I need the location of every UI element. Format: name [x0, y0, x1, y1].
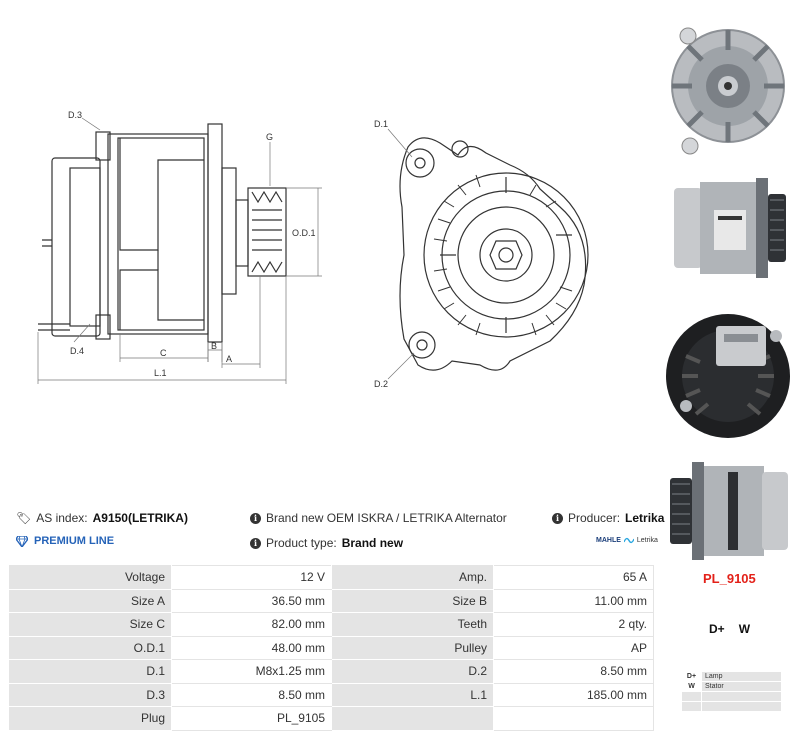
spec-key: Plug: [9, 706, 172, 731]
spec-value: 8.50 mm: [171, 682, 332, 707]
label-c: C: [160, 348, 167, 358]
label-od1: O.D.1: [292, 228, 316, 238]
spec-key: Size A: [9, 588, 172, 613]
logo-brand-2: Letrika: [636, 537, 658, 544]
producer-value: Letrika: [625, 511, 665, 525]
spec-key: Size C: [9, 612, 172, 637]
premium-line-label: PREMIUM LINE: [34, 535, 115, 547]
spec-key: O.D.1: [9, 635, 172, 660]
terminal-label: D+: [709, 622, 725, 636]
spec-value: 2 qty.: [493, 612, 654, 637]
terminal-code: [681, 701, 702, 712]
mahle-letrika-logo: MAHLE Letrika: [596, 537, 658, 544]
terminal-description: [701, 691, 782, 702]
info-icon: i: [250, 512, 261, 524]
terminal-row: D+Lamp: [681, 671, 782, 682]
spec-key: Voltage: [9, 565, 172, 590]
label-b: B: [211, 341, 217, 351]
spec-key: Size B: [331, 588, 494, 613]
as-index-label: AS index:: [36, 511, 88, 525]
alternator-photo-rear[interactable]: [666, 296, 792, 450]
spec-value: PL_9105: [171, 706, 332, 731]
spec-key: L.1: [331, 682, 494, 707]
terminal-code: D+: [681, 671, 702, 682]
producer-row: i Producer: Letrika: [552, 511, 664, 525]
label-d2: D.2: [374, 379, 388, 389]
spec-key: D.3: [9, 682, 172, 707]
alternator-photo-side[interactable]: [666, 166, 792, 290]
spec-key: D.1: [9, 659, 172, 684]
logo-brand-1: MAHLE: [596, 537, 621, 544]
wave-icon: [623, 537, 634, 544]
alternator-photo-angle[interactable]: [666, 452, 792, 570]
description-row: i Brand new OEM ISKRA / LETRIKA Alternat…: [250, 511, 507, 525]
producer-label: Producer:: [568, 511, 621, 525]
label-g: G: [266, 132, 273, 142]
spec-value: 8.50 mm: [493, 659, 654, 684]
terminal-row: [681, 701, 782, 712]
spec-key: D.2: [331, 659, 494, 684]
side-view-drawing: D.3 D.4 G O.D.1 C B A L.1: [37, 110, 322, 384]
spec-value: 82.00 mm: [171, 612, 332, 637]
label-d4: D.4: [70, 346, 84, 356]
terminal-label: W: [738, 622, 751, 636]
tags-icon: 🏷︎: [16, 511, 32, 525]
spec-key: Amp.: [331, 565, 494, 590]
label-a: A: [226, 354, 232, 364]
diamond-icon: [16, 535, 28, 547]
as-index-value: A9150(LETRIKA): [92, 511, 188, 525]
label-l1: L.1: [154, 368, 167, 378]
label-d1: D.1: [374, 119, 388, 129]
terminal-row: [681, 691, 782, 702]
terminal-code: [681, 691, 702, 702]
spec-key: Teeth: [331, 612, 494, 637]
premium-line-badge: PREMIUM LINE: [16, 535, 114, 547]
spec-value: 11.00 mm: [493, 588, 654, 613]
label-d3: D.3: [68, 110, 82, 120]
terminal-description: Stator: [701, 681, 782, 692]
info-icon: i: [250, 537, 261, 549]
alternator-photo-front[interactable]: [666, 4, 792, 162]
product-type-value: Brand new: [341, 536, 404, 550]
info-icon: i: [552, 512, 563, 524]
spec-value: 65 A: [493, 565, 654, 590]
description-text: Brand new OEM ISKRA / LETRIKA Alternator: [266, 511, 507, 525]
product-type-row: i Product type: Brand new: [250, 536, 403, 550]
spec-key: [331, 706, 494, 731]
spec-value: [493, 706, 654, 731]
terminal-code: W: [681, 681, 702, 692]
spec-value: M8x1.25 mm: [171, 659, 332, 684]
terminal-description: [701, 701, 782, 712]
spec-value: AP: [493, 635, 654, 660]
product-type-label: Product type:: [266, 536, 337, 550]
spec-value: 36.50 mm: [171, 588, 332, 613]
spec-value: 185.00 mm: [493, 682, 654, 707]
spec-key: Pulley: [331, 635, 494, 660]
spec-value: 12 V: [171, 565, 332, 590]
front-view-drawing: D.1 D.2: [374, 119, 589, 389]
plug-code[interactable]: PL_9105: [703, 571, 756, 586]
as-index-row: 🏷︎ AS index: A9150(LETRIKA): [16, 511, 188, 525]
plug-terminals: D+ W: [709, 622, 750, 636]
spec-value: 48.00 mm: [171, 635, 332, 660]
terminal-description: Lamp: [701, 671, 782, 682]
